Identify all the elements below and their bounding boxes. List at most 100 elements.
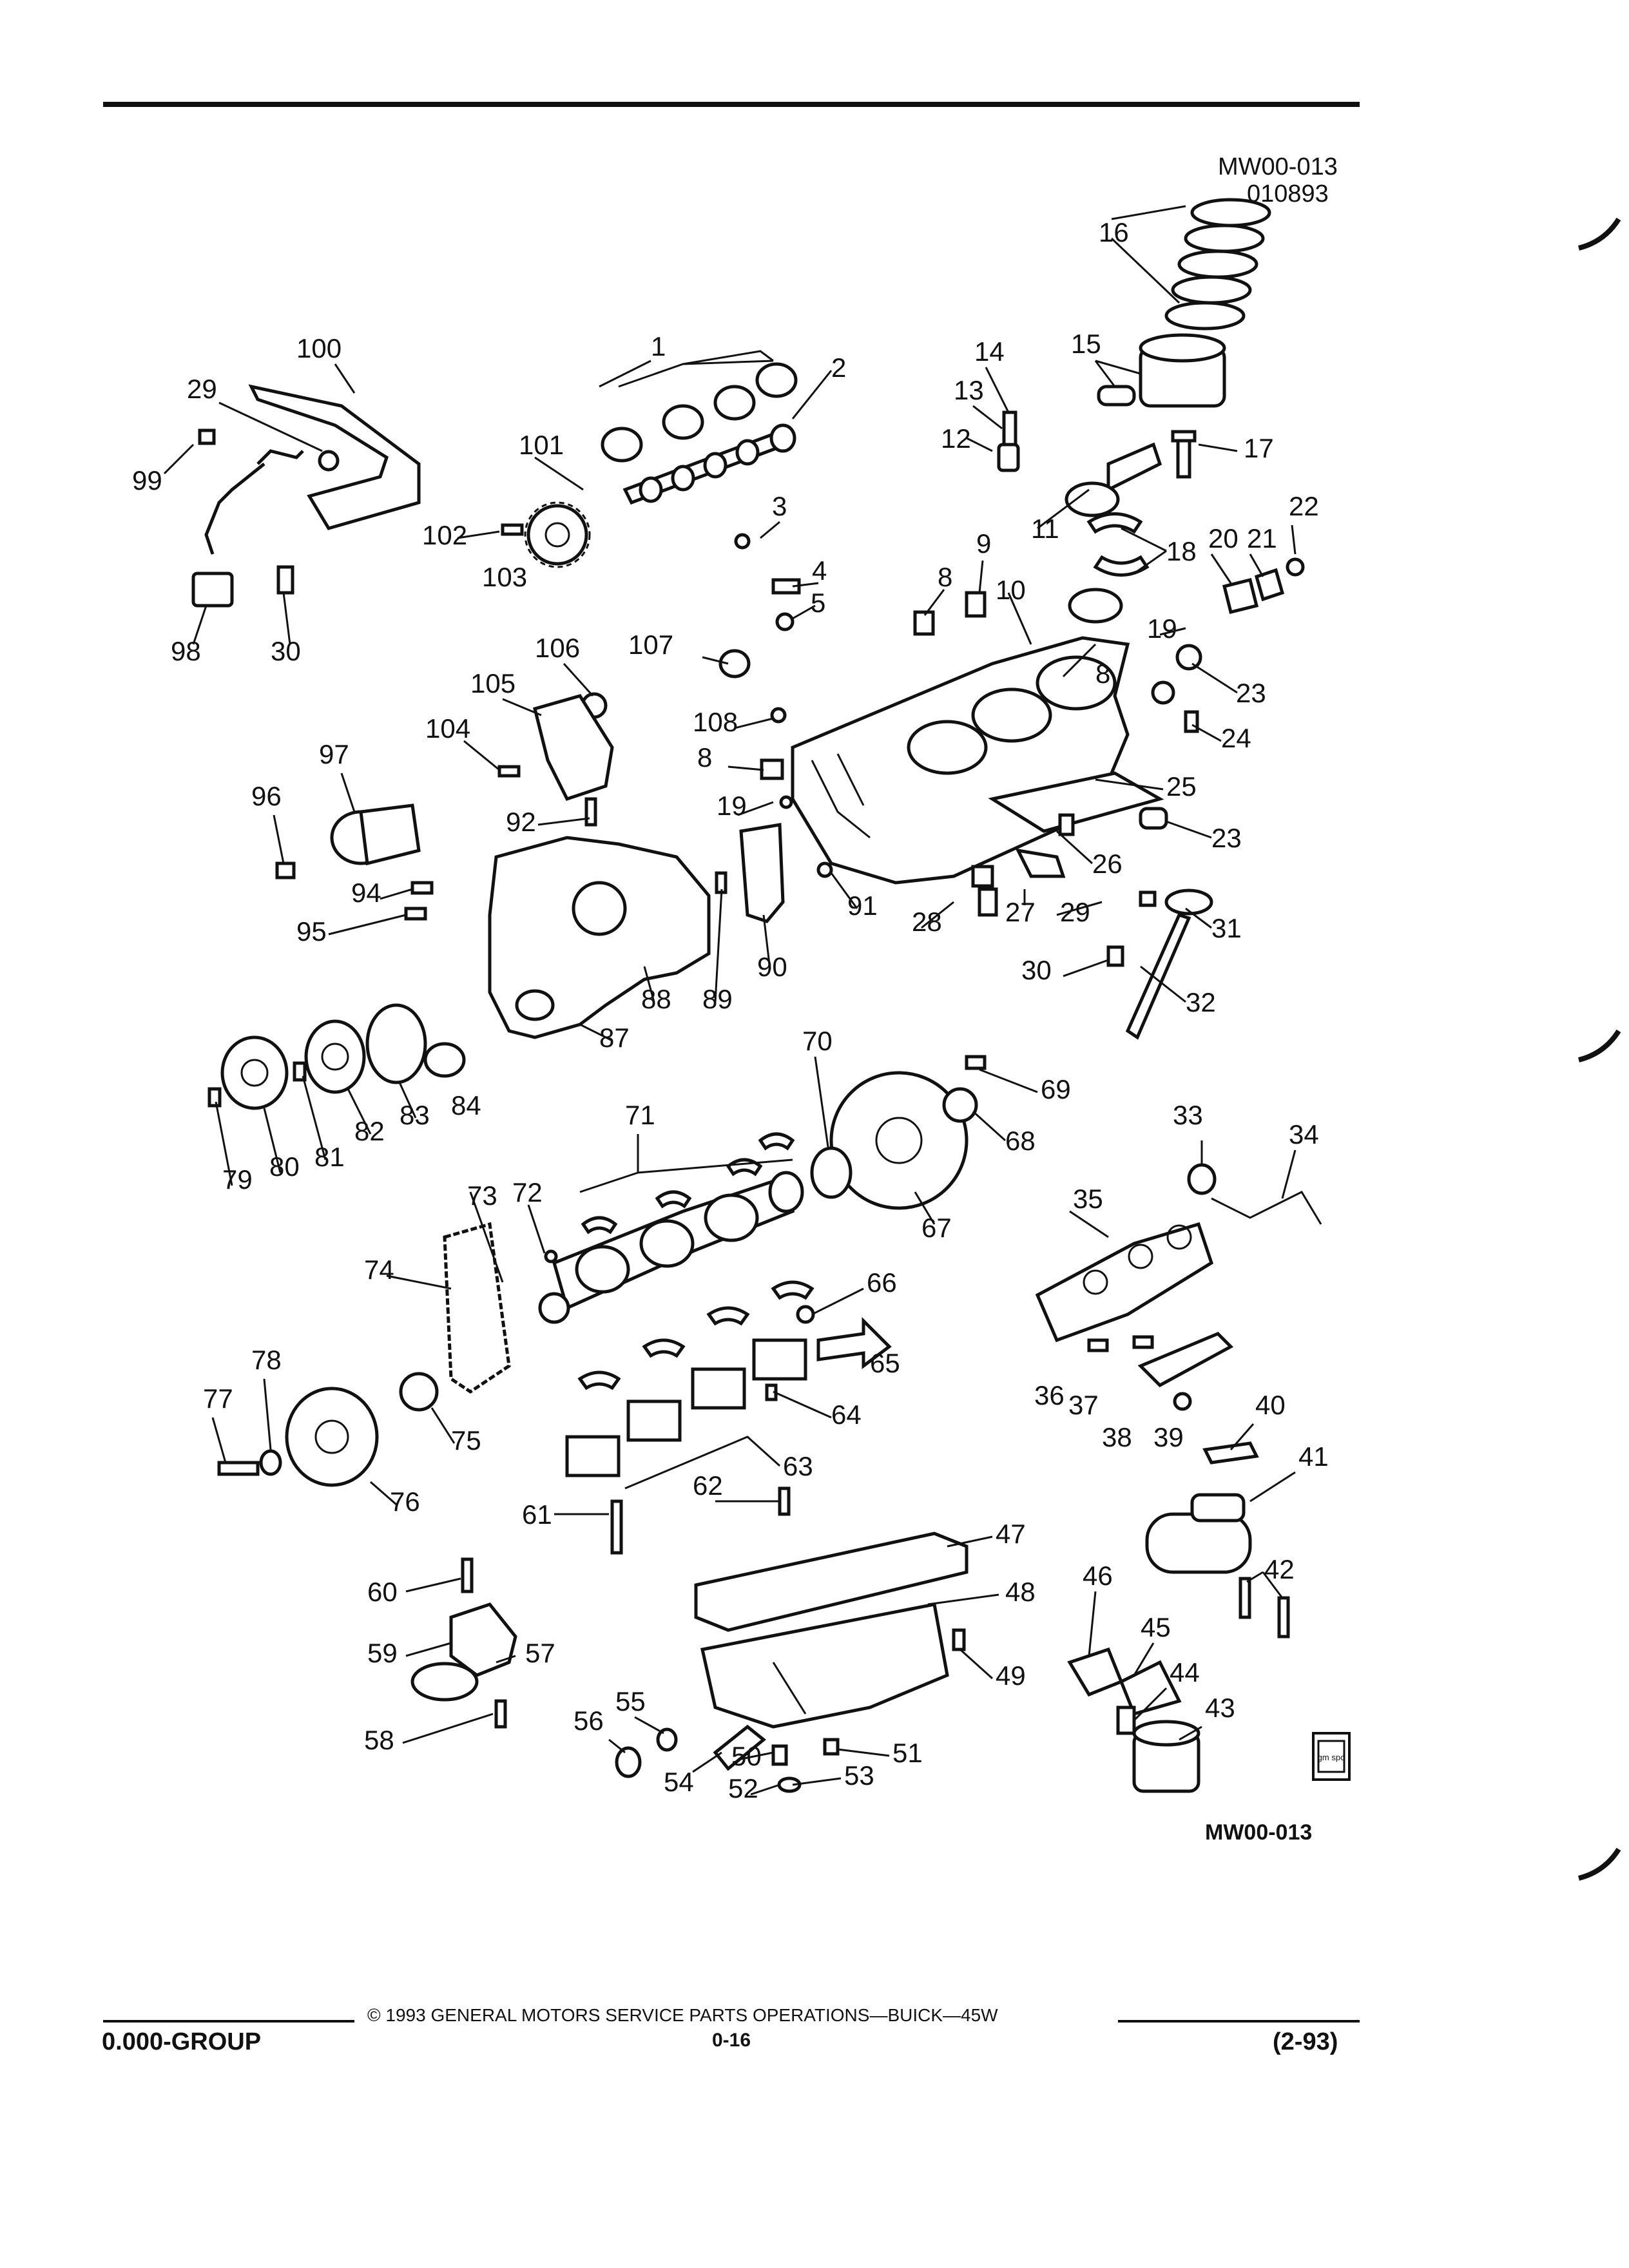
callout-35: 35: [1073, 1184, 1103, 1214]
callout-94: 94: [351, 878, 381, 908]
callout-8c: 8: [697, 742, 712, 773]
callout-67: 67: [921, 1213, 952, 1243]
callout-36: 36: [1034, 1380, 1065, 1410]
callout-12: 12: [941, 423, 971, 454]
callout-23a: 23: [1236, 678, 1266, 708]
callout-43: 43: [1205, 1693, 1235, 1723]
callout-102: 102: [422, 520, 467, 550]
callout-21: 21: [1247, 523, 1277, 553]
camshaft: [622, 423, 796, 505]
date-code: (2-93): [1273, 2028, 1338, 2055]
callout-38: 38: [1102, 1422, 1132, 1452]
binding-mark-2: [1577, 1029, 1621, 1062]
callout-53: 53: [844, 1760, 874, 1791]
callout-62: 62: [693, 1470, 723, 1501]
ref-date: 010893: [1247, 180, 1329, 207]
callout-15: 15: [1071, 329, 1101, 359]
group-label: 0.000-GROUP: [102, 2028, 262, 2055]
callout-1: 1: [651, 331, 666, 361]
callout-104: 104: [425, 713, 470, 744]
callout-48: 48: [1005, 1577, 1036, 1607]
callout-75: 75: [451, 1425, 481, 1456]
callout-46: 46: [1083, 1561, 1113, 1591]
callout-56: 56: [574, 1706, 604, 1736]
callout-66: 66: [867, 1267, 897, 1298]
callout-14: 14: [974, 336, 1005, 367]
callout-labels: 1 2 3 4 5 8 8 8 9 10 11 12 13 14 15 16 1…: [132, 217, 1329, 1803]
copyright-line: © 1993 GENERAL MOTORS SERVICE PARTS OPER…: [367, 2005, 998, 2025]
callout-9: 9: [976, 528, 991, 559]
intake-manifold: [1035, 1222, 1213, 1343]
page-number: 0-16: [712, 2030, 751, 2051]
callout-19a: 19: [1147, 613, 1177, 644]
callout-76: 76: [390, 1486, 420, 1517]
main-caps: [565, 1280, 815, 1477]
crankshaft: [538, 1171, 804, 1324]
callout-105: 105: [470, 668, 516, 698]
callout-51: 51: [892, 1738, 923, 1768]
callout-79: 79: [222, 1164, 253, 1195]
callout-54: 54: [664, 1767, 694, 1797]
callout-26: 26: [1092, 849, 1123, 879]
water-pump: [304, 1003, 466, 1094]
callout-44: 44: [1170, 1657, 1200, 1687]
oil-pan: [694, 1532, 969, 1729]
callout-89: 89: [702, 984, 733, 1014]
callout-81: 81: [314, 1142, 345, 1172]
main-bearings: [581, 1132, 795, 1235]
callout-3: 3: [772, 491, 787, 521]
callout-87: 87: [599, 1023, 630, 1053]
callout-30b: 30: [1021, 955, 1052, 985]
callout-13: 13: [954, 375, 984, 405]
callout-49: 49: [996, 1660, 1026, 1691]
callout-47: 47: [996, 1519, 1026, 1549]
callout-96: 96: [251, 781, 282, 811]
timing-chain: [443, 1222, 511, 1394]
callout-5: 5: [811, 588, 825, 618]
callout-52: 52: [728, 1773, 758, 1803]
gmspo-logo: gm spo: [1312, 1732, 1351, 1781]
harmonic-balancer: [285, 1387, 379, 1487]
callout-10: 10: [996, 575, 1026, 605]
callout-65: 65: [870, 1348, 900, 1378]
callout-8a: 8: [938, 562, 952, 592]
callout-99: 99: [132, 465, 162, 495]
callout-107: 107: [628, 629, 673, 660]
callout-40: 40: [1255, 1390, 1286, 1420]
callout-88: 88: [641, 984, 671, 1014]
callout-60: 60: [367, 1577, 398, 1607]
footer-rule-left: [103, 2020, 354, 2023]
rod-bolt: [1171, 430, 1197, 479]
callout-55: 55: [615, 1686, 646, 1716]
starter-motor: [1145, 1493, 1252, 1574]
callout-22: 22: [1289, 491, 1319, 521]
callout-64: 64: [831, 1399, 862, 1430]
callout-84: 84: [451, 1090, 481, 1120]
callout-34: 34: [1289, 1119, 1319, 1149]
callout-8b: 8: [1095, 658, 1110, 689]
callout-95: 95: [296, 916, 327, 947]
top-rule: [103, 102, 1360, 107]
callout-25: 25: [1166, 771, 1197, 802]
callout-32: 32: [1186, 987, 1216, 1017]
callout-61: 61: [522, 1499, 552, 1530]
piston-rings: [1164, 198, 1271, 331]
callout-30a: 30: [271, 636, 301, 666]
callout-63: 63: [783, 1451, 813, 1481]
callout-20: 20: [1208, 523, 1239, 553]
cam-sprocket: [524, 501, 591, 568]
cam-bearings: [601, 362, 798, 463]
callout-58: 58: [364, 1725, 394, 1755]
callout-77: 77: [203, 1383, 233, 1414]
engine-block: [791, 636, 1164, 885]
callout-108: 108: [693, 707, 738, 737]
callout-4: 4: [812, 555, 827, 586]
callout-101: 101: [519, 430, 564, 460]
callout-23b: 23: [1211, 823, 1242, 853]
diagram-code: MW00-013: [1205, 1820, 1312, 1845]
callout-18: 18: [1166, 536, 1197, 566]
flywheel: [829, 1071, 978, 1210]
callout-31: 31: [1211, 913, 1242, 943]
callout-33: 33: [1173, 1100, 1203, 1130]
